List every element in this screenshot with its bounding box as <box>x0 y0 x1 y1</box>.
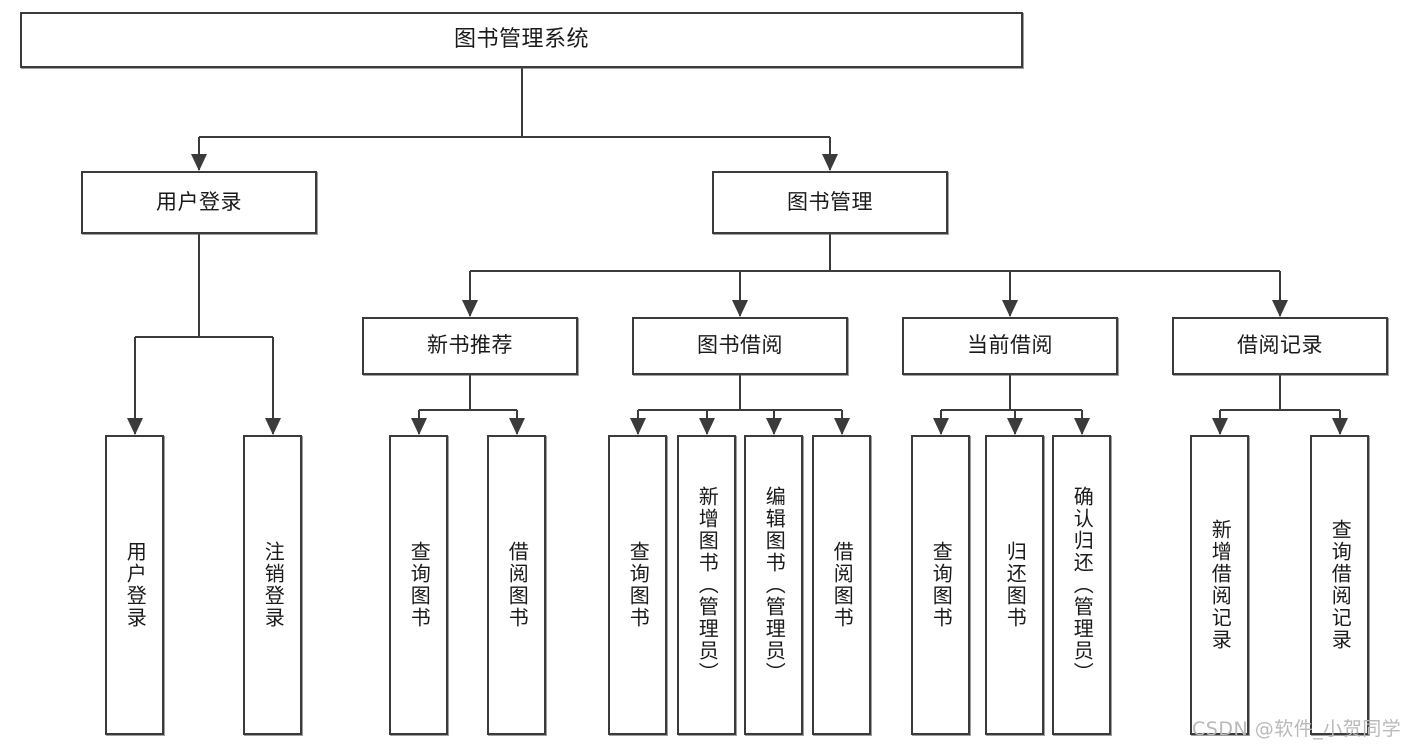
node-new-book-recommend-label: 新书推荐 <box>427 333 513 358</box>
connector-line <box>1279 375 1281 410</box>
node-leaf-query-book-3-label: 查询图书 <box>929 541 954 629</box>
node-leaf-borrow-book-1-label: 借阅图书 <box>505 541 530 629</box>
node-leaf-return-book-label: 归还图书 <box>1003 541 1028 629</box>
node-leaf-logout[interactable]: 注销登录 <box>243 435 302 735</box>
node-leaf-add-book[interactable]: 新增图书（管理员） <box>677 435 736 735</box>
arrowhead-icon <box>1002 300 1018 317</box>
node-leaf-confirm-return-label: 确认归还（管理员） <box>1070 486 1095 684</box>
node-current-borrow[interactable]: 当前借阅 <box>902 317 1118 375</box>
node-leaf-borrow-book-2-label: 借阅图书 <box>830 541 855 629</box>
connector-line <box>271 337 274 434</box>
connector-line <box>940 409 1082 411</box>
connector-line <box>1219 409 1340 411</box>
connector-line <box>829 137 831 170</box>
node-leaf-add-book-label: 新增图书（管理员） <box>695 486 720 684</box>
node-leaf-edit-book-label: 编辑图书（管理员） <box>762 486 787 684</box>
node-leaf-query-borrow-record-label: 查询借阅记录 <box>1328 519 1353 651</box>
node-leaf-borrow-book-1[interactable]: 借阅图书 <box>487 435 546 735</box>
arrowhead-icon <box>1006 418 1023 435</box>
arrowhead-icon <box>822 154 838 171</box>
connector-line <box>1009 375 1011 410</box>
arrowhead-icon <box>1272 300 1288 317</box>
arrowhead-icon <box>508 418 525 435</box>
node-leaf-query-book-2-label: 查询图书 <box>626 541 651 629</box>
connector-line <box>470 270 1280 272</box>
node-leaf-add-borrow-record[interactable]: 新增借阅记录 <box>1190 435 1249 735</box>
node-leaf-query-borrow-record[interactable]: 查询借阅记录 <box>1310 435 1369 735</box>
connector-line <box>1279 271 1281 316</box>
node-new-book-recommend[interactable]: 新书推荐 <box>362 317 578 375</box>
connector-line <box>739 271 741 316</box>
node-leaf-user-login[interactable]: 用户登录 <box>105 435 164 735</box>
arrowhead-icon <box>1073 418 1090 435</box>
node-leaf-query-book-1-label: 查询图书 <box>407 541 432 629</box>
connector-line <box>198 234 200 337</box>
connector-line <box>469 375 471 410</box>
arrowhead-icon <box>191 154 207 171</box>
arrowhead-icon <box>732 300 748 317</box>
connector-line <box>134 336 273 338</box>
arrowhead-icon <box>1211 418 1228 435</box>
node-leaf-user-login-label: 用户登录 <box>123 541 148 629</box>
node-user-login[interactable]: 用户登录 <box>81 171 317 234</box>
connector-line <box>198 137 200 170</box>
node-current-borrow-label: 当前借阅 <box>967 333 1053 358</box>
node-leaf-query-book-3[interactable]: 查询图书 <box>911 435 970 735</box>
arrowhead-icon <box>932 418 949 435</box>
node-leaf-confirm-return[interactable]: 确认归还（管理员） <box>1052 435 1111 735</box>
connector-line <box>418 409 517 411</box>
node-leaf-edit-book[interactable]: 编辑图书（管理员） <box>744 435 803 735</box>
arrowhead-icon <box>410 418 427 435</box>
connector-line <box>829 234 831 271</box>
arrowhead-icon <box>126 418 143 435</box>
connector-line <box>637 409 842 411</box>
node-book-management[interactable]: 图书管理 <box>712 171 948 234</box>
arrowhead-icon <box>264 418 281 435</box>
node-leaf-query-book-1[interactable]: 查询图书 <box>389 435 448 735</box>
node-leaf-add-borrow-record-label: 新增借阅记录 <box>1208 519 1233 651</box>
connector-line <box>469 271 471 316</box>
connector-line <box>739 375 741 410</box>
node-book-borrow[interactable]: 图书借阅 <box>632 317 848 375</box>
arrowhead-icon <box>765 418 782 435</box>
node-book-borrow-label: 图书借阅 <box>697 333 783 358</box>
connector-line <box>199 136 830 138</box>
node-leaf-logout-label: 注销登录 <box>261 541 286 629</box>
node-borrow-record[interactable]: 借阅记录 <box>1172 317 1388 375</box>
csdn-watermark: CSDN @软件_小贺同学 <box>1192 718 1402 740</box>
node-leaf-borrow-book-2[interactable]: 借阅图书 <box>812 435 871 735</box>
node-root[interactable]: 图书管理系统 <box>20 12 1023 68</box>
node-book-management-label: 图书管理 <box>787 189 873 214</box>
arrowhead-icon <box>629 418 646 435</box>
connector-line <box>520 68 523 137</box>
connector-line <box>133 337 136 434</box>
node-user-login-label: 用户登录 <box>156 189 242 214</box>
arrowhead-icon <box>462 300 478 317</box>
arrowhead-icon <box>1331 418 1348 435</box>
connector-line <box>1009 271 1011 316</box>
node-leaf-return-book[interactable]: 归还图书 <box>985 435 1044 735</box>
arrowhead-icon <box>833 418 850 435</box>
arrowhead-icon <box>698 418 715 435</box>
node-borrow-record-label: 借阅记录 <box>1237 333 1323 358</box>
node-root-label: 图书管理系统 <box>453 26 589 52</box>
node-leaf-query-book-2[interactable]: 查询图书 <box>608 435 667 735</box>
